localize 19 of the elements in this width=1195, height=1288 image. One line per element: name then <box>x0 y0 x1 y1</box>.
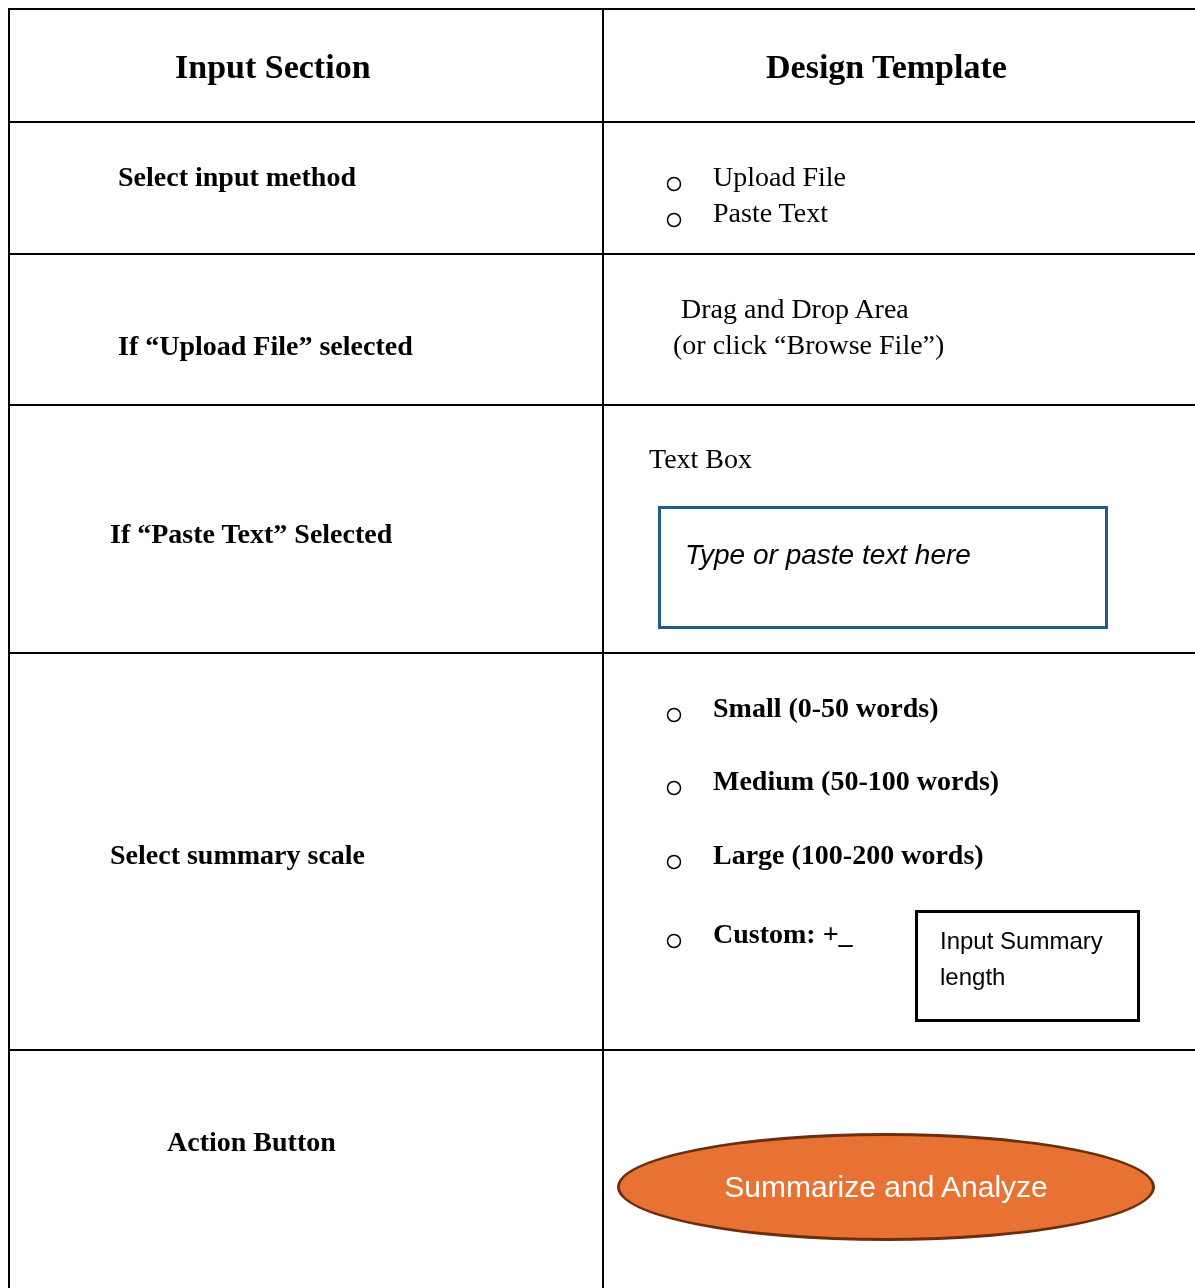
area-label: Drag and Drop Area <box>681 293 909 325</box>
column-header: Design Template <box>766 48 1007 86</box>
option-label: Medium (50-100 words) <box>713 765 1000 797</box>
column-header: Input Section <box>175 48 371 86</box>
option-label: Upload File <box>713 161 846 193</box>
input-field: Input Summary length <box>915 910 1140 1022</box>
area-label: (or click “Browse File”) <box>673 329 945 361</box>
row-label: Action Button <box>167 1126 336 1158</box>
option-label: Paste Text <box>713 197 828 229</box>
text-field: Type or paste text here <box>658 506 1108 629</box>
option-label: Large (100-200 words) <box>713 839 984 871</box>
option-label: Small (0-50 words) <box>713 692 939 724</box>
field-label: Text Box <box>649 443 753 475</box>
row-label: If “Upload File” selected <box>118 330 413 362</box>
action-button: Summarize and Analyze <box>617 1133 1155 1241</box>
row-label: If “Paste Text” Selected <box>110 518 393 550</box>
row-label: Select summary scale <box>110 839 366 871</box>
row-label: Select input method <box>118 161 356 193</box>
option-label: Custom: +_ <box>713 918 853 950</box>
